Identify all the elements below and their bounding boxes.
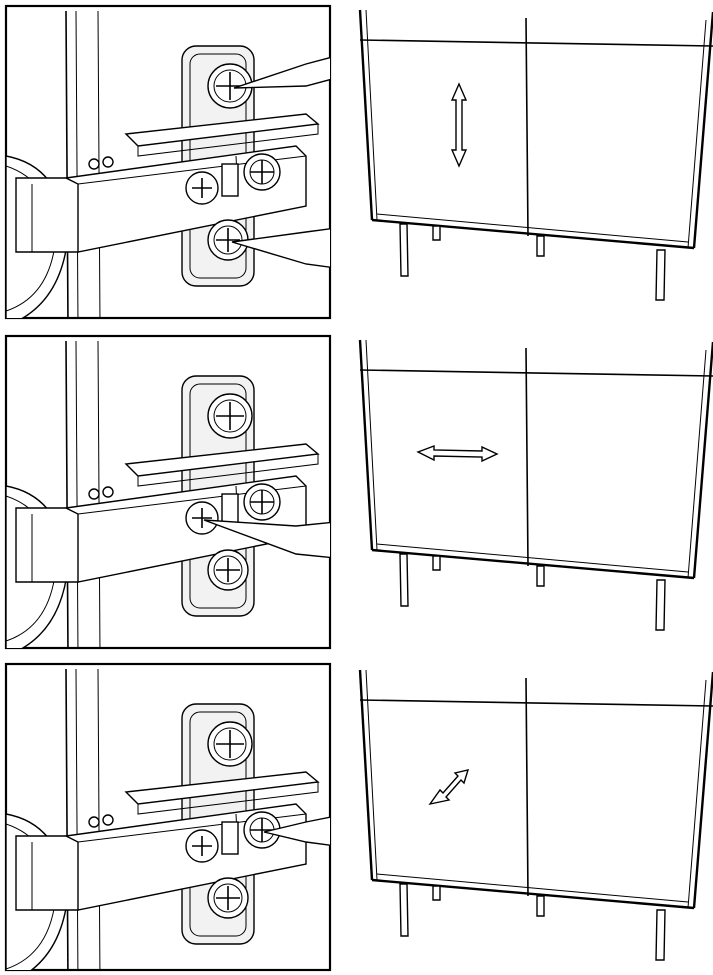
cabinet-panel-1 [360, 10, 713, 300]
vertical-arrow-icon [452, 84, 466, 166]
detail-panel-2 [6, 336, 336, 656]
horizontal-arrow-icon [418, 446, 497, 461]
cabinet-panel-3 [360, 670, 713, 960]
detail-panel-1 [6, 6, 336, 326]
depth-arrow-icon [430, 770, 468, 804]
detail-panel-3 [6, 664, 336, 975]
cabinet-panel-2 [360, 340, 713, 630]
